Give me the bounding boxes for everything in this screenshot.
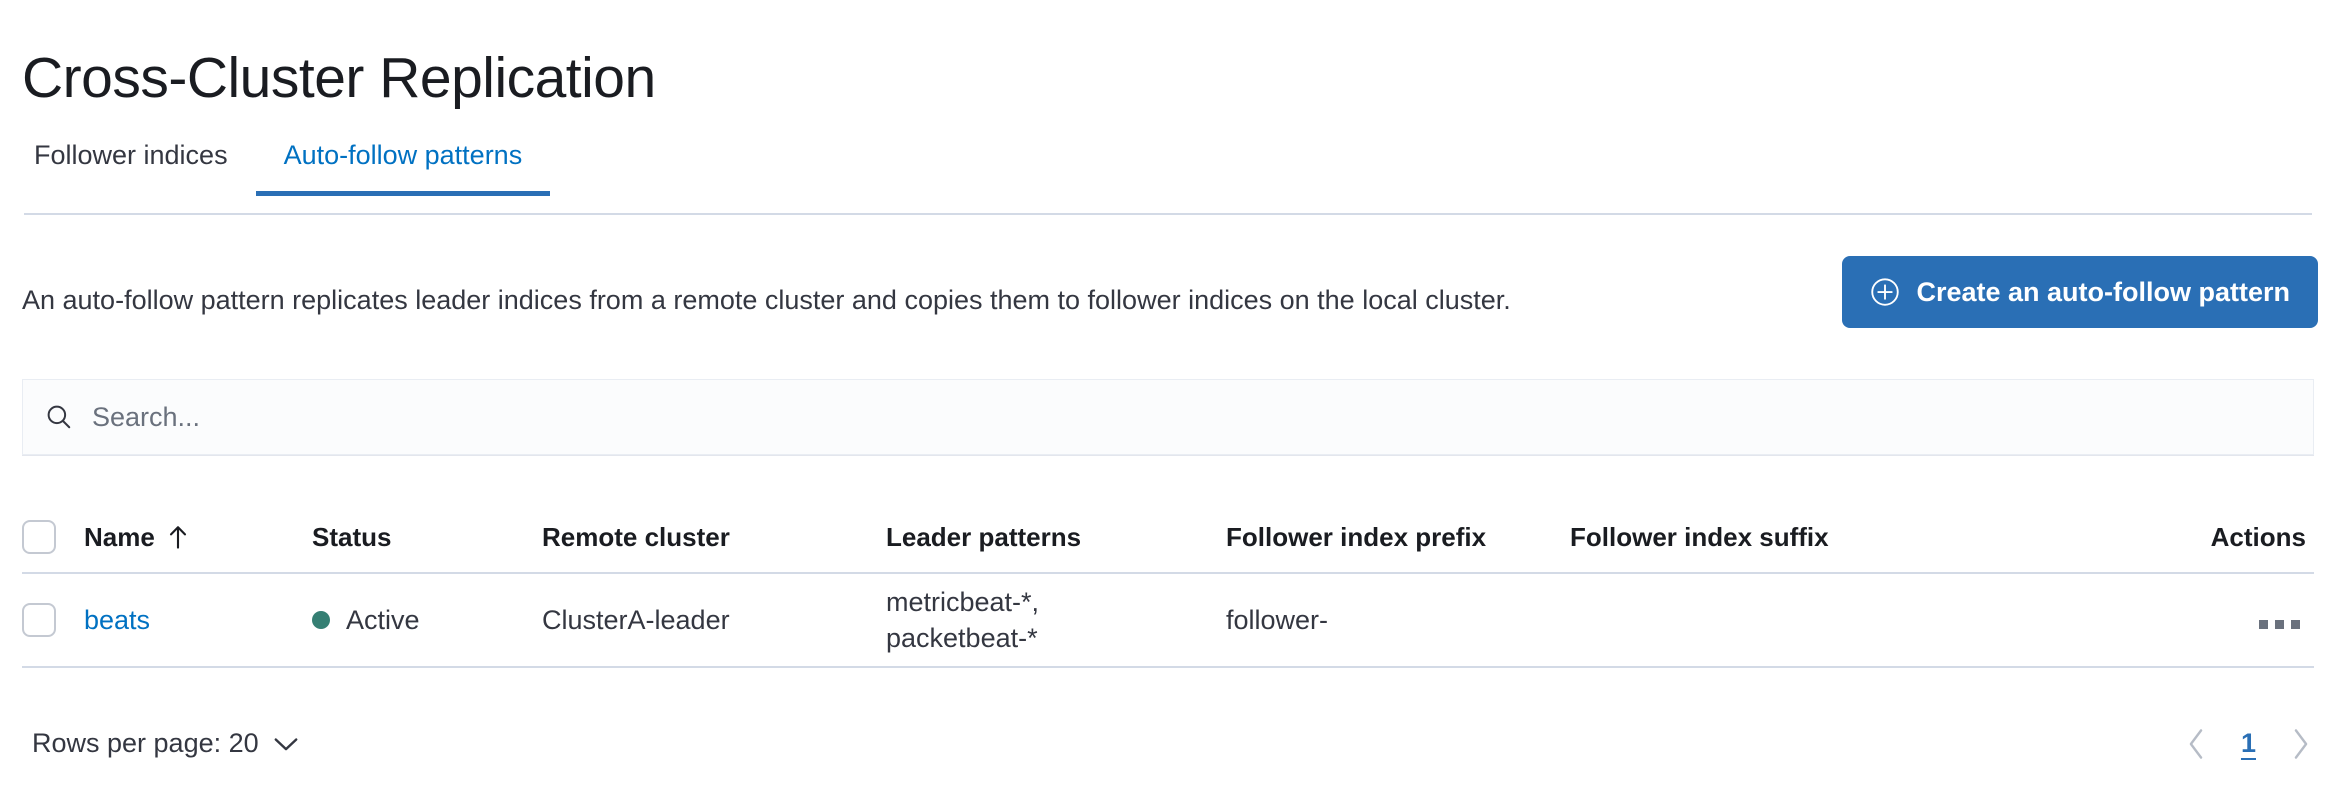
page-description: An auto-follow pattern replicates leader…: [22, 285, 1511, 315]
chevron-down-icon: [274, 737, 298, 750]
auto-follow-pattern-link[interactable]: beats: [84, 604, 151, 635]
cell-follower-index-prefix: follower-: [1226, 604, 1329, 635]
three-dots-icon[interactable]: [2253, 614, 2306, 635]
status-dot-icon: [312, 611, 330, 629]
leader-pattern-line-2: packetbeat-*: [886, 623, 1038, 653]
row-select-cell: [22, 603, 84, 637]
create-auto-follow-pattern-button[interactable]: Create an auto-follow pattern: [1842, 256, 2318, 328]
column-header-name[interactable]: Name: [84, 522, 312, 553]
dot: [2291, 619, 2300, 629]
dot: [2275, 619, 2284, 629]
tab-list: Follower indices Auto-follow patterns: [22, 138, 550, 196]
arrow-up-icon: [169, 526, 186, 549]
column-header-follower-index-prefix[interactable]: Follower index prefix: [1226, 521, 1487, 552]
search-bar[interactable]: [22, 379, 2314, 455]
auto-follow-patterns-table: Name Status Remote cluster Leader patter…: [22, 502, 2314, 668]
column-header-actions: Actions: [2210, 521, 2306, 552]
row-select-checkbox[interactable]: [22, 603, 56, 637]
tabs-divider: [24, 213, 2312, 215]
plus-in-circle-icon: [1871, 278, 1900, 306]
cell-actions: [1990, 605, 2314, 636]
chevron-left-icon[interactable]: [2183, 727, 2209, 761]
leader-pattern-line-1: metricbeat-*,: [886, 587, 1040, 617]
chevron-right-icon[interactable]: [2288, 727, 2314, 761]
status-badge: Active: [312, 605, 526, 636]
select-all-checkbox[interactable]: [22, 520, 56, 554]
page-title: Cross-Cluster Replication: [22, 46, 656, 111]
table-footer: Rows per page: 20 1: [22, 722, 2314, 765]
rows-per-page-selector[interactable]: Rows per page: 20: [22, 722, 309, 765]
select-all-cell: [22, 520, 84, 554]
pagination: 1: [2183, 727, 2314, 761]
create-button-label: Create an auto-follow pattern: [1916, 276, 2290, 307]
cell-name: beats: [84, 605, 312, 636]
status-label: Active: [346, 604, 420, 635]
cell-status: Active: [312, 605, 542, 636]
rows-per-page-label: Rows per page: 20: [32, 728, 259, 758]
table-row: beats Active ClusterA-leader metricbeat-…: [22, 574, 2314, 668]
tab-follower-indices[interactable]: Follower indices: [22, 138, 256, 196]
dot: [2259, 619, 2268, 629]
search-icon: [47, 405, 71, 429]
name-sort-control[interactable]: Name: [84, 522, 189, 553]
column-header-remote-cluster[interactable]: Remote cluster: [542, 521, 730, 552]
column-header-status[interactable]: Status: [312, 521, 392, 552]
cell-leader-patterns: metricbeat-*, packetbeat-*: [886, 584, 1226, 656]
column-header-name-label: Name: [84, 521, 155, 552]
page-number-1[interactable]: 1: [2240, 728, 2256, 758]
cell-remote-cluster: ClusterA-leader: [542, 604, 730, 635]
search-input[interactable]: [92, 401, 2292, 433]
tab-auto-follow-patterns[interactable]: Auto-follow patterns: [255, 138, 551, 196]
column-header-leader-patterns[interactable]: Leader patterns: [886, 521, 1082, 552]
table-header-row: Name Status Remote cluster Leader patter…: [22, 502, 2314, 574]
column-header-follower-index-suffix[interactable]: Follower index suffix: [1570, 521, 1829, 552]
